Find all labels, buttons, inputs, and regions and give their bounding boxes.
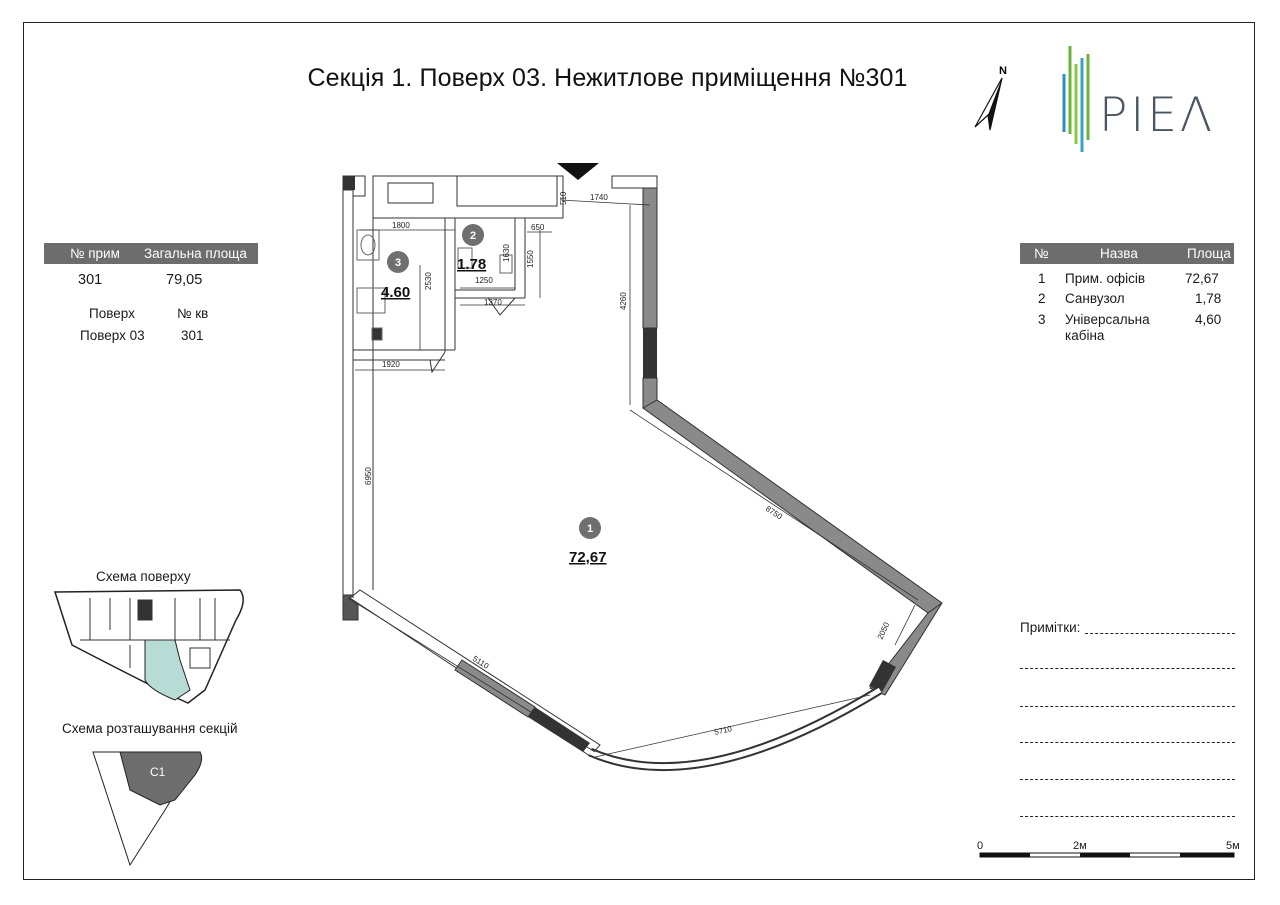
rooms-name-header: Назва <box>1100 246 1138 261</box>
room-row-name: Прим. офісів <box>1065 271 1146 286</box>
apt-value: 301 <box>181 328 204 343</box>
dim-label: 650 <box>531 223 545 232</box>
room-badge-1: 1 <box>579 517 601 539</box>
note-line <box>1085 633 1235 634</box>
svg-text:2: 2 <box>470 230 476 242</box>
dim-label: 2530 <box>424 272 433 290</box>
rooms-num-header: № <box>1034 246 1049 261</box>
section-schema-label: Схема розташування секцій <box>62 721 238 736</box>
room-1-area: 72,67 <box>569 549 607 566</box>
dim-label: 1630 <box>502 244 511 262</box>
dim-label: 4260 <box>619 292 628 310</box>
apt-header: № кв <box>177 306 209 321</box>
dim-label: 6950 <box>364 467 373 485</box>
notes-label: Примітки: <box>1020 620 1081 635</box>
room-row-area: 72,67 <box>1185 271 1219 286</box>
dim-label: 1920 <box>382 360 400 369</box>
room-row-name-cont: кабіна <box>1065 328 1105 343</box>
room-row-name: Санвузол <box>1065 291 1125 306</box>
summary-number: 301 <box>78 272 103 288</box>
floor-schema-label: Схема поверху <box>96 569 191 584</box>
note-line <box>1020 816 1235 817</box>
floor-schema <box>53 589 244 704</box>
dim-label: 1370 <box>484 298 502 307</box>
outer-walls <box>342 175 943 771</box>
room-row-num: 3 <box>1038 312 1046 327</box>
summary-table-header: № прим Загальна площа <box>44 243 258 264</box>
dim-label: 1250 <box>475 276 493 285</box>
dimension-lines <box>347 199 919 758</box>
section-schema: С1 <box>92 751 203 867</box>
dim-label: 1550 <box>526 250 535 268</box>
page-title: Секція 1. Поверх 03. Нежитлове приміщенн… <box>307 64 908 92</box>
entrance-marker <box>557 163 599 180</box>
room-row-area: 1,78 <box>1195 291 1222 306</box>
dim-label: 1800 <box>392 221 410 230</box>
room-badge-2: 2 <box>462 224 484 246</box>
north-arrow-icon: N <box>974 65 1007 131</box>
rooms-table-header: № Назва Площа <box>1020 243 1234 264</box>
logo-icon <box>1062 46 1090 152</box>
dim-label: 5710 <box>713 724 733 737</box>
floor-value: Поверх 03 <box>80 328 145 343</box>
room-3-area: 4.60 <box>381 284 410 301</box>
drawing-frame <box>23 22 1255 880</box>
svg-text:1: 1 <box>587 523 593 535</box>
dim-label: 1740 <box>590 193 608 202</box>
dim-label: 510 <box>559 191 568 205</box>
interior-walls <box>352 198 526 598</box>
scale-mid: 2м <box>1073 840 1087 852</box>
scale-bar <box>979 852 1235 858</box>
summary-area-header: Загальна площа <box>144 246 247 261</box>
scale-zero: 0 <box>977 840 984 852</box>
logo-text: PIEΛ <box>1099 88 1216 143</box>
scale-end: 5м <box>1226 840 1240 852</box>
north-label: N <box>999 65 1007 77</box>
summary-area: 79,05 <box>166 272 203 288</box>
section-label: С1 <box>150 765 166 779</box>
dim-label: 2050 <box>876 620 892 640</box>
note-line <box>1020 779 1235 780</box>
room-row-area: 4,60 <box>1195 312 1222 327</box>
note-line <box>1020 706 1235 707</box>
note-line <box>1020 668 1235 669</box>
svg-text:3: 3 <box>395 257 401 269</box>
room-row-num: 2 <box>1038 291 1046 306</box>
note-line <box>1020 742 1235 743</box>
rooms-area-header: Площа <box>1187 246 1231 261</box>
room-row-num: 1 <box>1038 271 1046 286</box>
floor-header: Поверх <box>89 306 135 321</box>
room-2-area: 1.78 <box>457 256 486 273</box>
room-row-name: Універсальна <box>1065 312 1150 327</box>
summary-number-header: № прим <box>70 246 120 261</box>
room-badge-3: 3 <box>387 251 409 273</box>
